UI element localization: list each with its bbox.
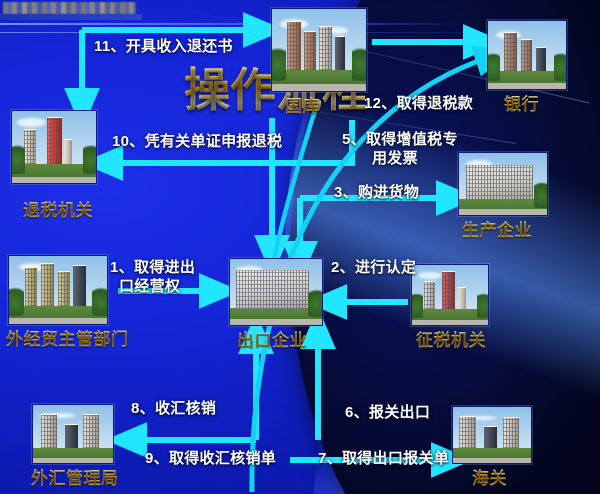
flow-label-1-line2: 口经营权 (119, 278, 181, 295)
bank-label: 银行 (504, 90, 539, 115)
foreign-trade-photo (8, 255, 108, 325)
flow-label-9: 9、取得收汇核销单 (145, 450, 277, 467)
producer-label: 生产企业 (462, 216, 532, 241)
treasury-label: 国库 (285, 92, 320, 117)
flow-label-7: 7、取得出口报关单 (318, 450, 450, 467)
node-foreign-trade[interactable]: 外经贸主管部门 (6, 255, 128, 349)
flow-label-2: 2、进行认定 (331, 259, 417, 276)
forex-bureau-label: 外汇管理局 (31, 464, 119, 489)
node-refund-authority[interactable]: 退税机关 (11, 110, 97, 220)
tax-authority-photo (411, 264, 489, 326)
producer-photo (458, 152, 548, 216)
flow-label-8: 8、收汇核销 (131, 400, 217, 417)
node-forex-bureau[interactable]: 外汇管理局 (31, 404, 118, 488)
flow-label-5: 5、取得增值税专 (342, 131, 458, 148)
node-producer[interactable]: 生产企业 (458, 152, 548, 240)
node-customs[interactable]: 海关 (452, 406, 532, 488)
top-band-line (0, 23, 470, 25)
refund-authority-photo (11, 110, 97, 184)
forex-bureau-photo (32, 404, 114, 464)
flow-label-12: 12、取得退税款 (364, 95, 474, 112)
node-bank[interactable]: 银行 (487, 20, 567, 114)
treasury-photo (271, 8, 367, 92)
flow-label-1: 1、取得进出 (110, 259, 196, 276)
tax-authority-label: 征税机关 (416, 326, 486, 351)
bank-photo (487, 20, 567, 90)
node-treasury[interactable]: 国库 (271, 8, 367, 116)
flow-label-6: 6、报关出口 (345, 404, 431, 421)
exporter-photo (229, 258, 323, 326)
redaction-bar (3, 2, 136, 14)
foreign-trade-label: 外经贸主管部门 (6, 325, 129, 350)
flow-label-5-line2: 用发票 (372, 150, 418, 167)
customs-label: 海关 (472, 464, 507, 489)
refund-authority-label: 退税机关 (23, 196, 93, 221)
flow-label-3: 3、购进货物 (334, 184, 420, 201)
redaction-bar-shadow (0, 14, 142, 20)
customs-photo (452, 406, 532, 464)
flow-label-11: 11、开具收入退还书 (94, 38, 233, 55)
node-exporter[interactable]: 出口企业 (229, 258, 323, 350)
node-tax-authority[interactable]: 征税机关 (411, 264, 489, 350)
flow-label-10: 10、凭有关单证申报退税 (112, 133, 283, 150)
exporter-label: 出口企业 (237, 326, 307, 351)
